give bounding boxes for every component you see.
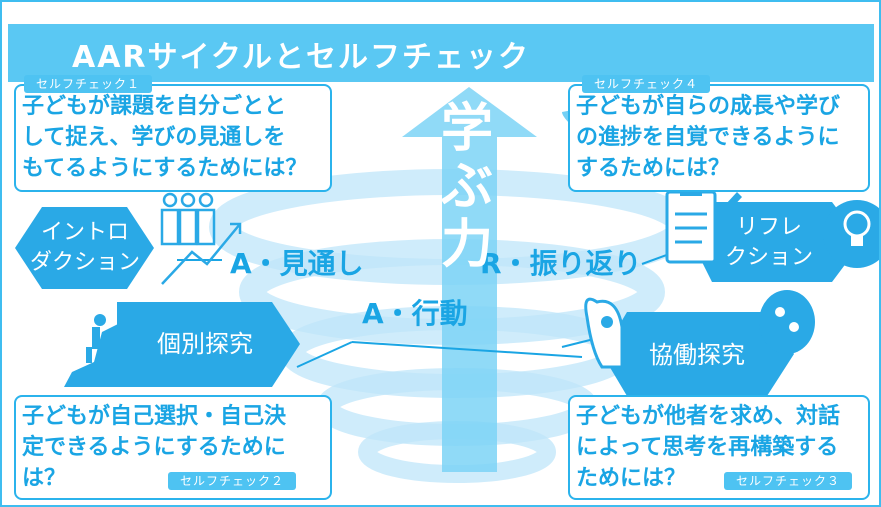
- label-a-outlook: A・見通し: [230, 247, 364, 280]
- clipboard-icon: [665, 186, 742, 264]
- self-check-3-tag: セルフチェック３: [724, 472, 853, 490]
- page-title: AARサイクルとセルフチェック: [72, 40, 531, 75]
- self-check-2-text: 子どもが自己選択・自己決 定できるようにするために は？: [22, 404, 287, 491]
- self-check-1-box: [14, 84, 332, 192]
- self-check-1-text: 子どもが課題を自分ごとと して捉え、学びの見通しを もてるようにするためには？: [22, 94, 308, 181]
- center-label-3: 力: [440, 215, 493, 275]
- phase-reflection-label: リフレ クション: [724, 215, 813, 270]
- hex-collaborative: [602, 312, 794, 396]
- phase-individual-label: 個別探究: [157, 330, 253, 358]
- label-a-action: A・行動: [362, 297, 468, 330]
- center-label-1: 学: [440, 99, 493, 159]
- self-check-4-text: 子どもが自らの成長や学び の進捗を自覚できるように するためには？: [576, 94, 841, 181]
- hex-reflection: [692, 202, 862, 282]
- growth-arrow-icon: [402, 87, 537, 472]
- hex-individual: [117, 302, 300, 387]
- self-check-1-tag: セルフチェック１: [24, 75, 153, 93]
- self-check-4-tag: セルフチェック４: [582, 75, 711, 93]
- phase-introduction-label: イントロ ダクション: [30, 220, 141, 275]
- center-label-2: ぶ: [440, 157, 493, 217]
- hex-introduction: [15, 207, 154, 289]
- climber-icon: [64, 314, 122, 387]
- title-banner: [8, 24, 874, 82]
- people-graph-icon: [160, 192, 242, 285]
- phase-collaborative-label: 協働探究: [649, 341, 745, 369]
- self-check-2-tag: セルフチェック２: [168, 472, 297, 490]
- puzzle-heads-icon: [584, 290, 815, 369]
- self-check-4-box: [568, 84, 870, 192]
- self-check-3-text: 子どもが他者を求め、対話 によって思考を再構築する ためには？: [576, 404, 841, 491]
- lightbulb-head-icon: [823, 200, 879, 268]
- label-r-reflection: R・振り返り: [480, 247, 642, 280]
